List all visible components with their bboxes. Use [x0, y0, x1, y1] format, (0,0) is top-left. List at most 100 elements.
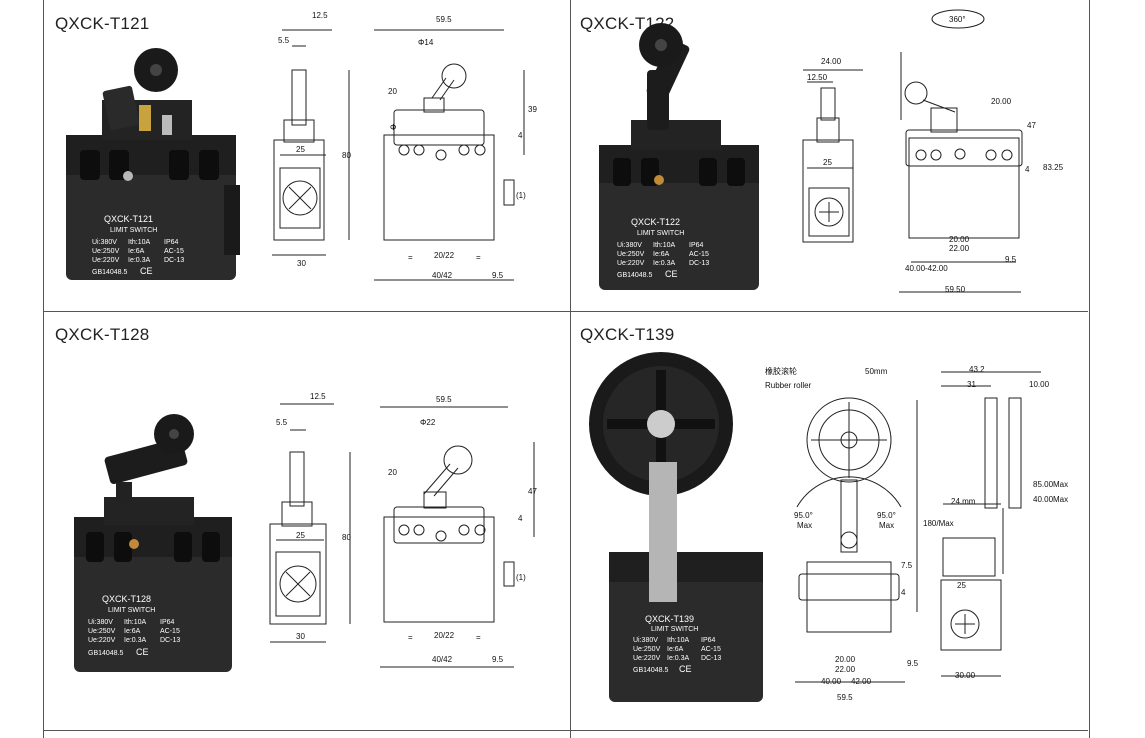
- dim: Φ14: [418, 38, 434, 47]
- svg-text:Ue:250V: Ue:250V: [88, 628, 116, 635]
- dim: 40.00-42.00: [905, 264, 948, 273]
- roller-label-en: Rubber roller: [765, 381, 812, 390]
- dim: 40.00Max: [1033, 495, 1068, 504]
- svg-text:GB14048.5: GB14048.5: [88, 650, 124, 657]
- svg-text:Ue:220V: Ue:220V: [92, 257, 120, 264]
- dim: 30: [296, 632, 305, 641]
- t128-drawings: QXCK-T128 LIMIT SWITCH Ui:380V Ith:10A I…: [74, 392, 537, 672]
- label-kind: LIMIT SWITCH: [637, 230, 684, 237]
- svg-text:Ith:10A: Ith:10A: [128, 239, 151, 246]
- dim: 20/22: [434, 251, 455, 260]
- svg-text:IP64: IP64: [689, 242, 704, 249]
- dim: 12.5: [310, 392, 326, 401]
- dim: 9.5: [492, 655, 504, 664]
- svg-text:CE: CE: [136, 647, 149, 657]
- dim: 12.50: [807, 73, 828, 82]
- svg-text:CE: CE: [140, 266, 153, 276]
- svg-text:Ui:380V: Ui:380V: [92, 239, 117, 246]
- svg-text:Ie:0.3A: Ie:0.3A: [667, 655, 690, 662]
- dim: 83.25: [1043, 163, 1064, 172]
- t121-drawings: QXCK-T121 LIMIT SWITCH Ui:380V Ith:10A I…: [66, 11, 537, 281]
- dim: 4: [901, 588, 906, 597]
- dim: 9.5: [1005, 255, 1017, 264]
- t122-photo: QXCK-T122 LIMIT SWITCH Ui:380V Ith:10A I…: [599, 23, 759, 290]
- svg-text:DC-13: DC-13: [689, 260, 709, 267]
- dim: 47: [528, 487, 537, 496]
- label-model: QXCK-T128: [102, 594, 151, 604]
- dim: =: [408, 633, 413, 642]
- model-title: QXCK-T139: [580, 325, 675, 344]
- rotation-badge: 360°: [931, 9, 985, 29]
- t122-drawings: QXCK-T122 LIMIT SWITCH Ui:380V Ith:10A I…: [599, 9, 1064, 294]
- dim: 30: [297, 259, 306, 268]
- svg-text:IP64: IP64: [160, 619, 175, 626]
- dim: 12.5: [312, 11, 328, 20]
- dim: 4: [518, 514, 523, 523]
- svg-text:Ith:10A: Ith:10A: [124, 619, 147, 626]
- model-title: QXCK-T128: [55, 325, 150, 344]
- svg-text:360°: 360°: [949, 15, 966, 24]
- svg-text:GB14048.5: GB14048.5: [633, 667, 669, 674]
- model-title: QXCK-T121: [55, 14, 150, 33]
- dim: 24.00: [821, 57, 842, 66]
- dim: 40/42: [432, 655, 453, 664]
- t139-photo: QXCK-T139 LIMIT SWITCH Ui:380V Ith:10A I…: [589, 352, 763, 702]
- dim: 47: [1027, 121, 1036, 130]
- svg-text:Ie:6A: Ie:6A: [667, 646, 684, 653]
- svg-text:DC-13: DC-13: [164, 257, 184, 264]
- roller-label-cn: 橡胶滚轮: [765, 366, 797, 376]
- dim: Max: [797, 521, 812, 530]
- dim: 22.00: [949, 244, 970, 253]
- svg-text:Ie:6A: Ie:6A: [653, 251, 670, 258]
- dim: 24.mm: [951, 497, 976, 506]
- t121-photo: QXCK-T121 LIMIT SWITCH Ui:380V Ith:10A I…: [66, 48, 240, 280]
- t122-side-view: [802, 69, 863, 243]
- product-cell-t121: QXCK-T121 QXCK-T121 LIMIT SWITCH Ui:380V…: [44, 0, 570, 311]
- dim: 95.0°: [794, 511, 813, 520]
- dim: =: [408, 253, 413, 262]
- label-kind: LIMIT SWITCH: [108, 607, 155, 614]
- svg-text:GB14048.5: GB14048.5: [617, 272, 653, 279]
- svg-text:AC-15: AC-15: [164, 248, 184, 255]
- dim: 10.00: [1029, 380, 1050, 389]
- svg-text:DC-13: DC-13: [160, 637, 180, 644]
- label-model: QXCK-T121: [104, 214, 153, 224]
- dim: Φ: [390, 123, 396, 132]
- t122-front-view: [899, 52, 1023, 293]
- dim: 5.5: [276, 418, 288, 427]
- svg-text:Ue:220V: Ue:220V: [617, 260, 645, 267]
- dim: =: [476, 253, 481, 262]
- dim: 39: [528, 105, 537, 114]
- svg-text:IP64: IP64: [164, 239, 179, 246]
- row-divider: [43, 311, 1088, 312]
- svg-text:AC-15: AC-15: [160, 628, 180, 635]
- dim: 95.0°: [877, 511, 896, 520]
- dim: 59.5: [837, 693, 853, 702]
- svg-text:Ie:0.3A: Ie:0.3A: [653, 260, 676, 267]
- dim: 80: [342, 533, 351, 542]
- dim: 25: [823, 158, 832, 167]
- dim: 59.5: [436, 395, 452, 404]
- dim: 80: [342, 151, 351, 160]
- svg-text:Ie:6A: Ie:6A: [128, 248, 145, 255]
- svg-text:AC-15: AC-15: [701, 646, 721, 653]
- dim: Max: [879, 521, 894, 530]
- svg-text:DC-13: DC-13: [701, 655, 721, 662]
- dim: 4: [518, 131, 523, 140]
- dim: 43.2: [969, 365, 985, 374]
- dim: 20.00: [835, 655, 856, 664]
- dim: 9.5: [907, 659, 919, 668]
- dim: 40/42: [432, 271, 453, 280]
- svg-text:Ue:220V: Ue:220V: [88, 637, 116, 644]
- svg-text:Ue:250V: Ue:250V: [633, 646, 661, 653]
- dim: 25: [296, 145, 305, 154]
- dim: 50mm: [865, 367, 888, 376]
- label-model: QXCK-T122: [631, 217, 680, 227]
- dim: 31: [967, 380, 976, 389]
- dim: 22.00: [835, 665, 856, 674]
- dim: (1): [516, 573, 526, 582]
- t121-side-view: [272, 29, 350, 256]
- catalog-sheet: [43, 0, 1090, 738]
- svg-text:CE: CE: [665, 269, 678, 279]
- svg-text:Ui:380V: Ui:380V: [633, 637, 658, 644]
